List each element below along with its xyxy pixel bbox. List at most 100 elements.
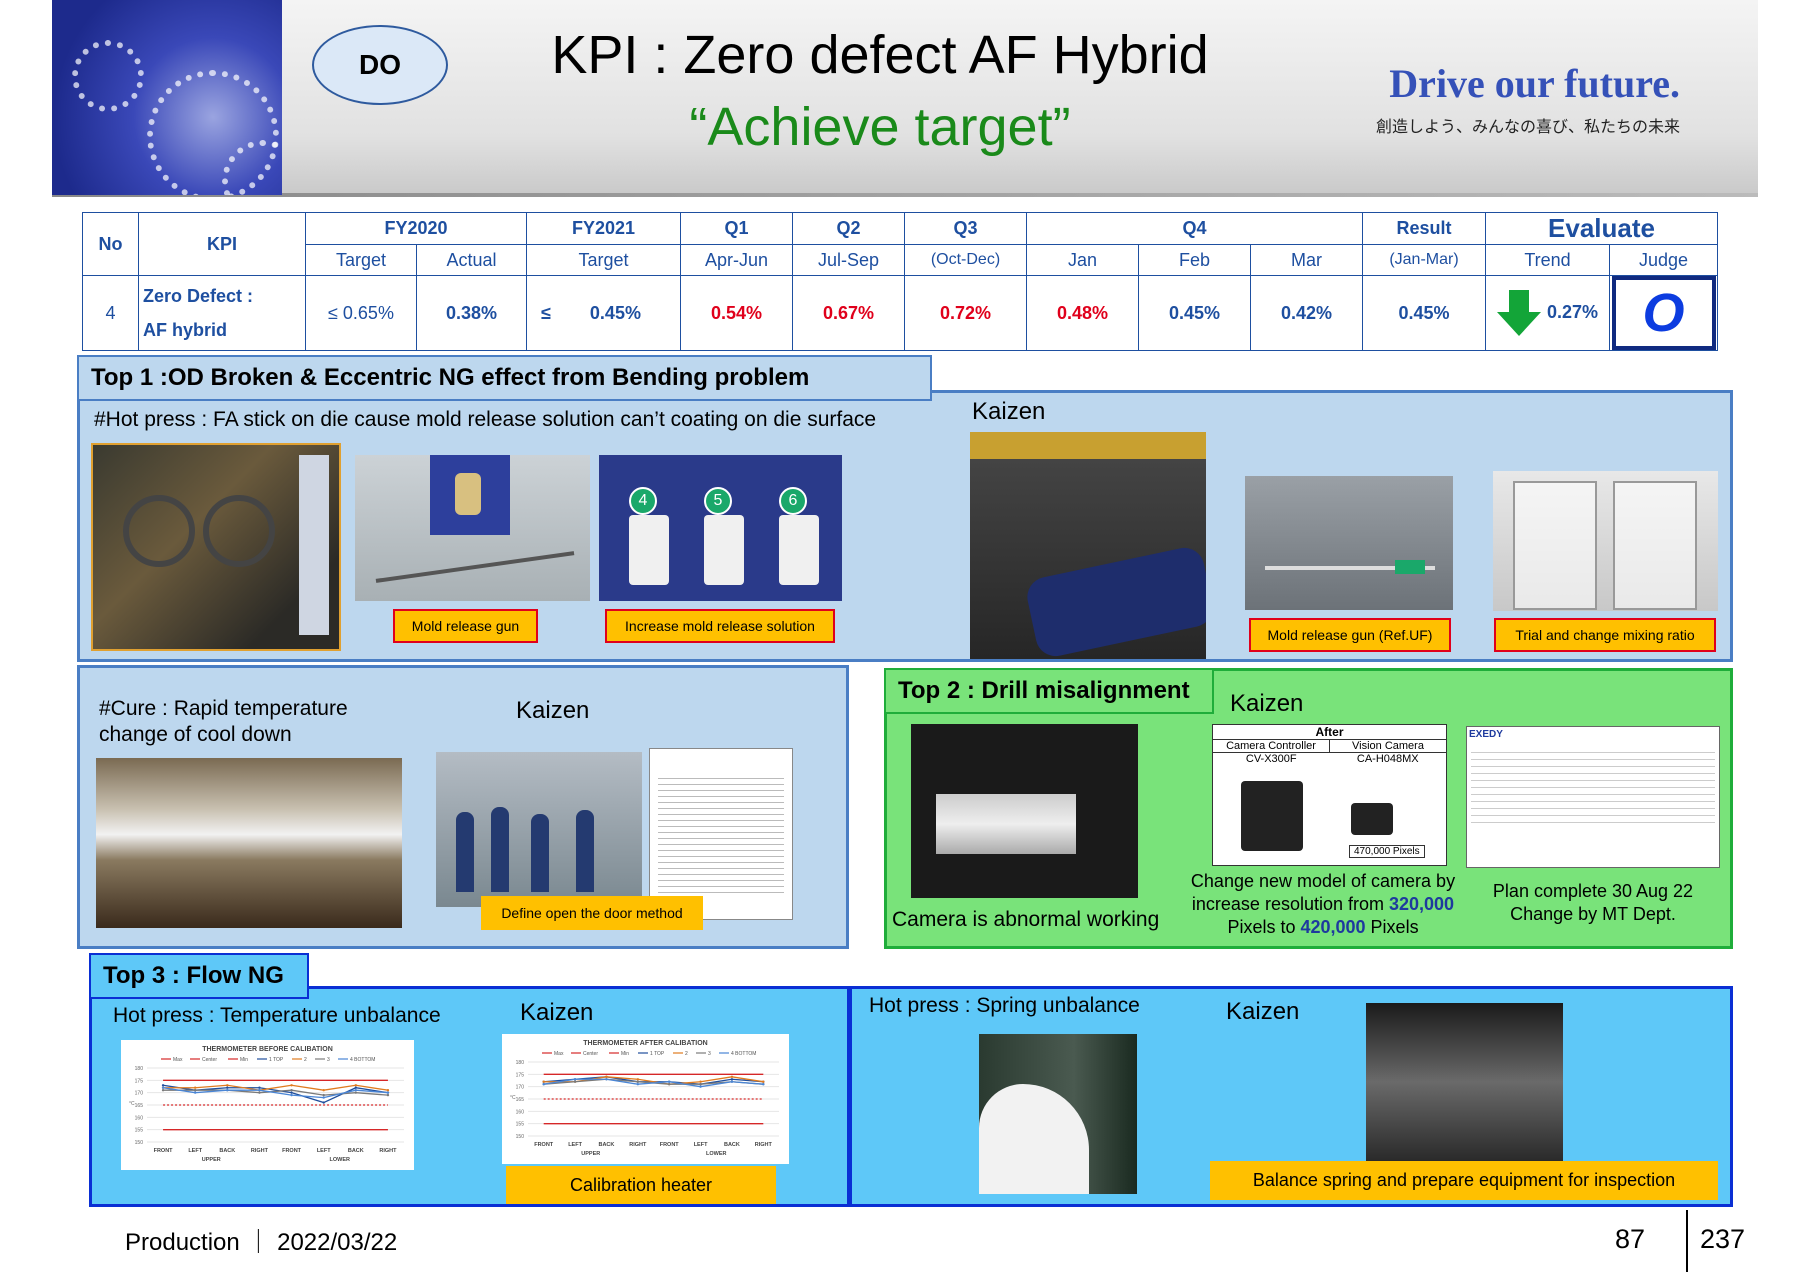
spring-equipment-photo (1366, 1003, 1563, 1161)
series-4-point-3 (636, 1078, 640, 1081)
col-fy2021-target: Target (526, 244, 681, 276)
row-fy2020-target: ≤ 0.65% (305, 275, 417, 351)
series-6-point-1 (573, 1078, 577, 1081)
series-3-point-4 (290, 1091, 293, 1094)
vision-camera-image (1351, 803, 1393, 835)
top1-kaizen: Kaizen (972, 398, 1046, 425)
temp-unbalance-text: Hot press : Temperature unbalance (113, 1004, 441, 1027)
series-4-point-6 (730, 1075, 734, 1078)
auto-parts-photo (52, 0, 282, 195)
top3-kaizen: Kaizen (520, 999, 594, 1026)
header-banner (52, 0, 1758, 195)
plan-line2: Change by MT Dept. (1510, 904, 1676, 924)
series-5-point-3 (636, 1080, 640, 1083)
col-kpi: KPI (138, 212, 306, 276)
top2-kaizen: Kaizen (1230, 690, 1304, 717)
row-result: 0.45% (1362, 275, 1486, 351)
series-4-point-2 (226, 1084, 229, 1087)
series-6-point-6 (730, 1080, 734, 1083)
series-5-point-0 (161, 1089, 165, 1092)
camera-abnormal-text: Camera is abnormal working (892, 908, 1160, 931)
col-fy2020: FY2020 (305, 212, 527, 245)
x-tick-label-4: FRONT (282, 1148, 302, 1154)
y-tick-label-0: 180 (135, 1066, 144, 1072)
cure-kaizen: Kaizen (516, 697, 590, 724)
series-5-point-7 (386, 1093, 390, 1097)
camera-controller-label: Camera Controller (1213, 740, 1330, 752)
series-line-6 (543, 1078, 764, 1088)
series-6-point-5 (699, 1085, 702, 1088)
series-6-point-2 (605, 1078, 608, 1081)
circle-number-5: 5 (704, 487, 732, 515)
series-4-point-7 (386, 1089, 390, 1092)
series-6-point-4 (290, 1093, 293, 1097)
spring-unbalance-text: Hot press : Spring unbalance (869, 994, 1140, 1017)
camera-spec-card: After Camera Controller Vision Camera CV… (1212, 724, 1447, 866)
series-line-6 (162, 1087, 388, 1099)
x-tick-label-7: RIGHT (379, 1148, 397, 1154)
x-tick-label-5: LEFT (694, 1142, 708, 1148)
series-5-point-4 (667, 1083, 671, 1086)
judge-mark: O (1611, 276, 1716, 350)
legend-label-2: Min (621, 1051, 629, 1057)
series-6-point-4 (667, 1080, 671, 1083)
col-feb: Feb (1138, 244, 1251, 276)
x-tick-label-2: BACK (598, 1142, 614, 1148)
mold-release-gun-photo (355, 455, 590, 601)
col-jan: Jan (1026, 244, 1139, 276)
slogan-jp: 創造しよう、みんなの喜び、私たちの未来 (1375, 119, 1680, 136)
y-tick-label-1: 175 (516, 1072, 525, 1078)
change-line1: Change new model of camera by (1190, 871, 1456, 891)
col-q3-sub: (Oct-Dec) (904, 244, 1027, 276)
series-3-point-3 (258, 1086, 261, 1089)
mold-release-solution-photo: 4 5 6 (599, 455, 842, 601)
y-axis-label: °C (129, 1101, 135, 1107)
col-result-sub: (Jan-Mar) (1362, 244, 1486, 276)
after-label: After (1213, 725, 1446, 740)
series-5-point-1 (573, 1080, 577, 1083)
series-5-point-5 (699, 1083, 702, 1086)
series-5-point-6 (354, 1091, 358, 1094)
legend-label-3: 1 TOP (650, 1051, 665, 1057)
y-tick-label-4: 160 (516, 1109, 525, 1115)
legend-label-6: 4 BOTTOM (731, 1051, 756, 1057)
do-badge-label: DO (359, 49, 401, 80)
legend-label-6: 4 BOTTOM (350, 1057, 375, 1063)
circle-number-6: 6 (779, 487, 807, 515)
label-increase-solution: Increase mold release solution (605, 609, 835, 643)
y-tick-label-6: 150 (516, 1134, 525, 1140)
y-tick-label-2: 170 (135, 1091, 144, 1097)
row-judge: O (1609, 275, 1718, 351)
camera-change-text: Change new model of camera by increase r… (1168, 870, 1478, 939)
x-tick-label-0: FRONT (534, 1142, 554, 1148)
footer-date: 2022/03/22 (277, 1229, 398, 1256)
series-5-point-5 (322, 1093, 325, 1097)
do-badge: DO (312, 25, 448, 105)
series-6-point-2 (226, 1089, 229, 1092)
series-4-point-7 (762, 1080, 765, 1083)
series-5-point-3 (258, 1091, 261, 1094)
row-q2: 0.67% (792, 275, 905, 351)
x-group-label-0: UPPER (202, 1157, 221, 1163)
x-tick-label-0: FRONT (154, 1148, 174, 1154)
x-tick-label-7: RIGHT (755, 1142, 773, 1148)
chart-title: THERMOMETER AFTER CALIBATION (583, 1040, 707, 1047)
series-4-point-0 (542, 1080, 545, 1083)
x-tick-label-1: LEFT (568, 1142, 582, 1148)
x-group-label-0: UPPER (581, 1151, 600, 1157)
trend-down-arrow-icon (1496, 290, 1541, 336)
x-group-label-1: LOWER (706, 1151, 726, 1157)
row-q1: 0.54% (680, 275, 793, 351)
vision-camera-label: Vision Camera (1352, 740, 1424, 752)
y-tick-label-3: 165 (516, 1097, 525, 1103)
x-tick-label-5: LEFT (317, 1148, 331, 1154)
change-camera-plan-document: EXEDY (1466, 726, 1720, 868)
slogan: Drive our future. (1389, 61, 1680, 106)
change-from-pixels: 320,000 (1389, 894, 1455, 914)
label-mold-release-gun-uf: Mold release gun (Ref.UF) (1249, 618, 1451, 652)
cooling-area-photo (96, 758, 402, 928)
label-door-method: Define open the door method (481, 896, 703, 930)
door-method-document (649, 748, 793, 920)
series-line-4 (163, 1084, 389, 1091)
y-tick-label-3: 165 (135, 1103, 144, 1109)
